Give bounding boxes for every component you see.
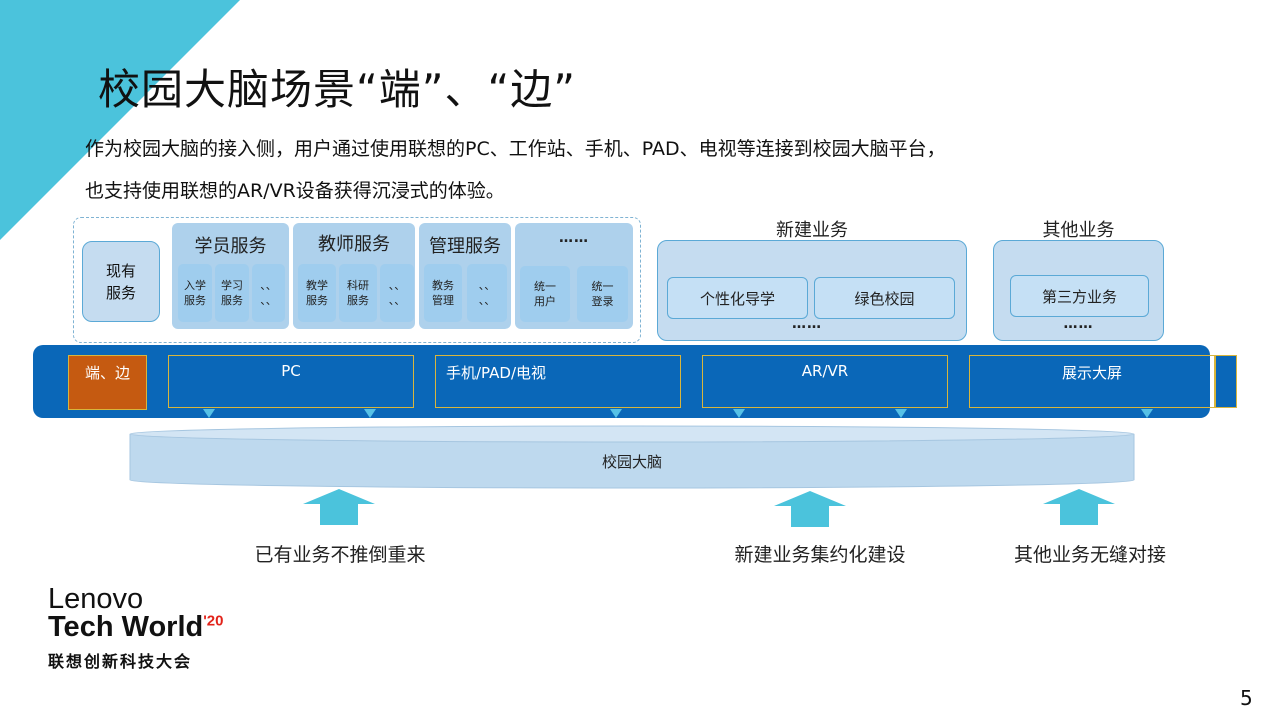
slide-description-line2: 也支持使用联想的AR/VR设备获得沉浸式的体验。	[85, 180, 505, 202]
page-number: 5	[1240, 686, 1253, 710]
new-business-title: 新建业务	[776, 220, 848, 241]
campus-brain-cylinder	[129, 425, 1135, 489]
research-service-cell: 科研 服务	[339, 264, 377, 322]
existing-services-container	[73, 217, 641, 343]
green-campus-item: 绿色校园	[814, 277, 955, 319]
edge-terminal-band	[33, 345, 1210, 418]
existing-services-box: 现有 服务	[82, 241, 160, 322]
down-arrow-icon	[364, 409, 376, 418]
big-up-arrow-icon	[1043, 489, 1115, 525]
teacher-services-title: 教师服务	[318, 234, 390, 255]
third-party-business-item: 第三方业务	[1010, 275, 1149, 317]
down-arrow-icon	[203, 409, 215, 418]
big-up-arrow-icon	[774, 491, 846, 527]
student-more-cell: 、、 、、	[252, 264, 285, 322]
down-arrow-icon	[610, 409, 622, 418]
tech-world-logo-text: Tech World'20	[48, 611, 223, 644]
pc-segment: PC	[168, 355, 414, 408]
conference-name: 联想创新科技大会	[48, 652, 193, 671]
unified-user-cell: 统一 用户	[520, 266, 570, 322]
down-arrow-icon	[1141, 409, 1153, 418]
corner-triangle-decoration	[0, 0, 240, 240]
other-business-caption: 其他业务无缝对接	[1013, 544, 1166, 566]
down-arrow-icon	[895, 409, 907, 418]
admission-service-cell: 入学 服务	[178, 264, 212, 322]
other-business-more: ……	[1063, 316, 1094, 332]
student-services-title: 学员服务	[194, 236, 267, 257]
unified-login-cell: 统一 登录	[577, 266, 628, 322]
mobile-pad-tv-segment: 手机/PAD/电视	[435, 355, 681, 408]
down-arrow-icon	[733, 409, 745, 418]
tech-world-name: Tech World	[48, 611, 204, 643]
band-end-segment	[1215, 355, 1237, 408]
slide-title: 校园大脑场景“端”、“边”	[98, 65, 577, 114]
other-existing-title: ……	[559, 230, 589, 246]
teacher-more-cell: 、、 、、	[380, 264, 414, 322]
other-business-title: 其他业务	[1042, 220, 1115, 241]
new-business-more: ……	[792, 316, 822, 332]
academic-admin-cell: 教务 管理	[424, 264, 462, 322]
big-up-arrow-icon	[303, 489, 375, 525]
edge-label-segment: 端、边	[68, 355, 147, 410]
campus-brain-label: 校园大脑	[601, 453, 662, 471]
ar-vr-segment: AR/VR	[702, 355, 948, 408]
tech-world-year: '20	[203, 612, 224, 630]
new-business-caption: 新建业务集约化建设	[734, 544, 906, 566]
lenovo-logo-text: Lenovo	[48, 583, 144, 615]
management-more-cell: 、、 、、	[467, 264, 507, 322]
management-services-title: 管理服务	[429, 236, 501, 257]
display-screen-segment: 展示大屏	[969, 355, 1215, 408]
teaching-service-cell: 教学 服务	[298, 264, 336, 322]
slide-description-line1: 作为校园大脑的接入侧，用户通过使用联想的PC、工作站、手机、PAD、电视等连接到…	[85, 138, 946, 160]
study-service-cell: 学习 服务	[215, 264, 249, 322]
existing-business-caption: 已有业务不推倒重来	[254, 544, 426, 566]
personalized-guidance-item: 个性化导学	[667, 277, 808, 319]
